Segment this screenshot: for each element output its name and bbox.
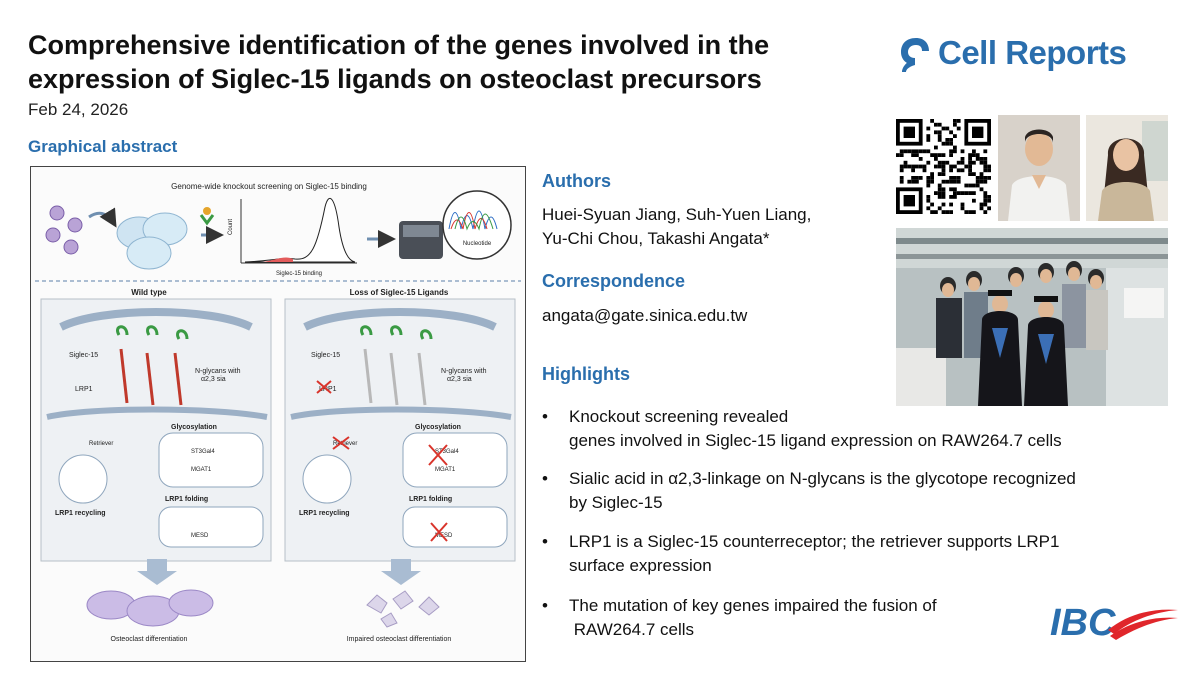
wild-type-label: Wild type	[131, 288, 167, 297]
virus-particles-icon	[45, 205, 83, 255]
authors-line-2: Yu-Chi Chou, Takashi Angata*	[542, 229, 770, 248]
highlight-line-1: Knockout screening revealed	[569, 407, 789, 426]
siglec15-icon	[116, 325, 189, 340]
correspondence-email[interactable]: angata@gate.sinica.edu.tw	[542, 306, 748, 325]
lrp1-label: LRP1	[75, 386, 93, 393]
authors-line-1: Huei-Syuan Jiang, Suh-Yuen Liang,	[542, 205, 812, 224]
highlight-item: • LRP1 is a Siglec-15 counterreceptor; t…	[542, 530, 1172, 578]
lrp1-recycling-label: LRP1 recycling	[55, 510, 106, 517]
lrp1-folding-label: LRP1 folding	[165, 496, 208, 503]
mesd-label: MESD	[191, 533, 209, 539]
cell-dish-icon	[116, 212, 188, 270]
lrp1-chain-icon	[119, 348, 183, 406]
bullet-icon: •	[542, 532, 548, 551]
histogram-plot: Count Siglec-15 binding	[228, 197, 357, 277]
authors-heading: Authors	[542, 171, 611, 191]
retriever-label: Retriever	[89, 441, 113, 447]
siglec15-icon-loss	[360, 325, 433, 340]
cell-reports-logo-icon	[901, 38, 929, 72]
lrp1-recycling-label-loss: LRP1 recycling	[299, 510, 350, 517]
highlight-line-1: Sialic acid in α2,3-linkage on N-glycans…	[569, 469, 1076, 488]
knockout-x-icon	[430, 522, 448, 542]
highlight-item: • The mutation of key genes impaired the…	[542, 594, 1022, 642]
knockout-x-icon	[332, 436, 350, 450]
wild-type-panel: Wild type Siglec-15 N-glycans with α2,3 …	[40, 288, 272, 643]
mgat1-label-loss: MGAT1	[435, 467, 456, 473]
graphical-abstract-figure: Genome-wide knockout screening on Siglec…	[30, 166, 526, 662]
page-title: Comprehensive identification of the gene…	[28, 30, 770, 94]
hist-xlabel: Siglec-15 binding	[276, 271, 322, 277]
author-photo-woman	[1086, 115, 1168, 221]
impaired-diff-label: Impaired osteoclast differentiation	[347, 636, 452, 643]
sequencer-icon	[399, 221, 443, 259]
nglycans-label-loss-2: α2,3 sia	[447, 376, 472, 383]
mesd-label-loss: MESD	[435, 533, 453, 539]
ibc-swoosh-icon	[1108, 609, 1178, 640]
highlight-item: • Sialic acid in α2,3-linkage on N-glyca…	[542, 467, 1172, 515]
nglycans-label-2: α2,3 sia	[201, 376, 226, 383]
highlight-line-2: by Siglec-15	[569, 493, 663, 512]
glycosylation-label-loss: Glycosylation	[415, 424, 461, 431]
graphical-abstract-label: Graphical abstract	[28, 137, 178, 156]
bullet-icon: •	[542, 596, 548, 615]
hist-ylabel: Count	[228, 219, 234, 235]
loss-label: Loss of Siglec-15 Ligands	[350, 288, 449, 297]
qr-code[interactable]	[896, 119, 992, 217]
highlights-heading: Highlights	[542, 364, 630, 384]
glycosylation-label: Glycosylation	[171, 424, 217, 431]
lrp1-folding-label-loss: LRP1 folding	[409, 496, 452, 503]
knockout-x-icon	[428, 444, 448, 466]
antibody-icon	[199, 207, 215, 226]
st3gal4-label: ST3Gal4	[191, 449, 215, 455]
bullet-icon: •	[542, 469, 548, 488]
group-photo	[896, 228, 1168, 406]
highlight-line-2: RAW264.7 cells	[569, 620, 695, 639]
nucleotide-chromatogram: Nucleotide	[442, 190, 512, 260]
siglec15-label-loss: Siglec-15	[311, 352, 340, 359]
correspondence-heading: Correspondence	[542, 271, 686, 291]
siglec15-label: Siglec-15	[69, 352, 98, 359]
retriever-label-loss: Retriever	[333, 441, 357, 447]
osteoclast-cells-icon	[86, 589, 214, 627]
author-photo-man	[998, 115, 1080, 221]
ibc-logo[interactable]: IBC	[1050, 600, 1180, 656]
knockout-x-icon	[316, 380, 332, 394]
screen-title: Genome-wide knockout screening on Siglec…	[171, 182, 367, 191]
cell-reports-logo[interactable]: Cell Reports	[898, 34, 1163, 74]
nglycans-label-1: N-glycans with	[195, 368, 241, 375]
bullet-icon: •	[542, 407, 548, 426]
mgat1-label: MGAT1	[191, 467, 212, 473]
highlight-line-1: The mutation of key genes impaired the f…	[569, 596, 937, 615]
ibc-logo-text: IBC	[1050, 602, 1116, 644]
nglycans-label-loss-1: N-glycans with	[441, 368, 487, 375]
loss-panel: Loss of Siglec-15 Ligands Siglec-15 N-gl…	[284, 288, 516, 643]
highlight-line-2: surface expression	[569, 556, 712, 575]
publication-date: Feb 24, 2026	[28, 100, 129, 119]
impaired-osteoclast-cells-icon	[366, 590, 440, 628]
nucleotide-label: Nucleotide	[463, 241, 492, 247]
cell-reports-logo-text: Cell Reports	[938, 34, 1127, 71]
st3gal4-label-loss: ST3Gal4	[435, 449, 459, 455]
highlight-item: • Knockout screening revealed genes invo…	[542, 405, 1062, 453]
highlight-line-1: LRP1 is a Siglec-15 counterreceptor; the…	[569, 532, 1060, 551]
highlight-line-2: genes involved in Siglec-15 ligand expre…	[569, 431, 1062, 450]
osteoclast-diff-label: Osteoclast differentiation	[111, 636, 188, 643]
